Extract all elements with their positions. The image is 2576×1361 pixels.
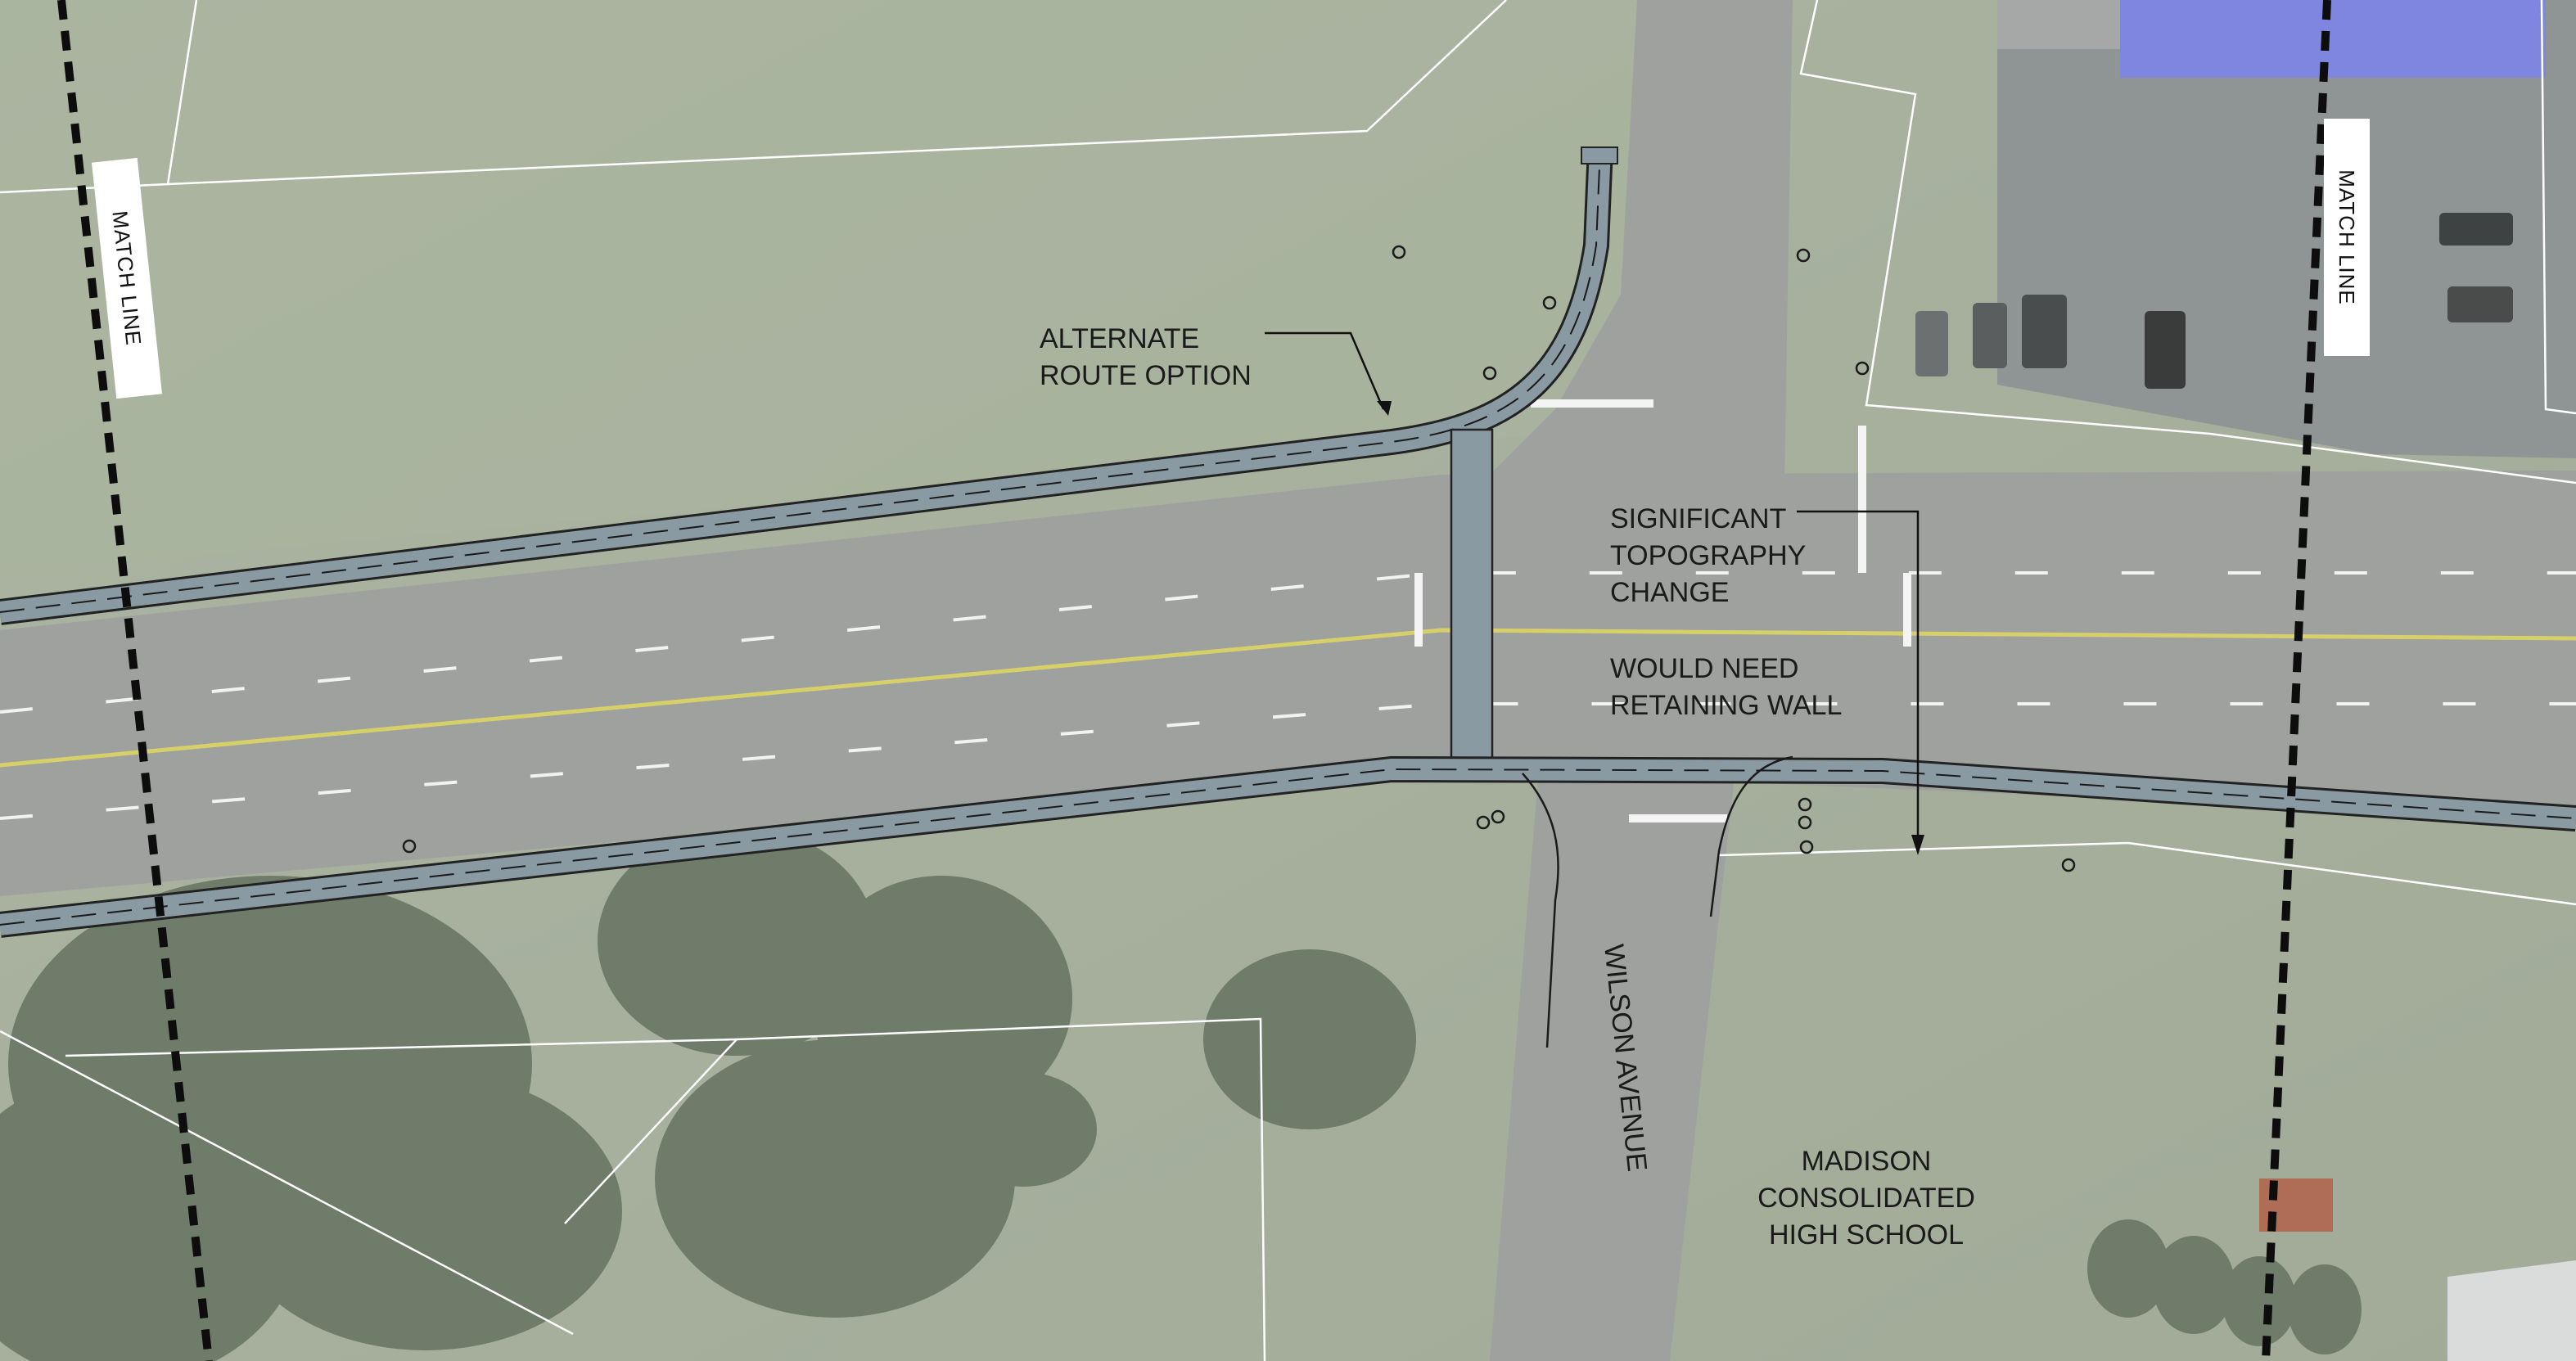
school-building [2447,1260,2576,1361]
center-line [0,628,2576,768]
wilson-avenue [1490,769,1735,1361]
tree-cover [0,827,2362,1361]
curb-lines [1522,755,1793,1048]
alternate-route-leader [1265,331,1385,410]
main-road [0,471,2576,896]
alternate-route-line1: ALTERNATE [1040,323,1199,354]
crosswalk-bars [1414,399,1911,822]
school-label: MADISON CONSOLIDATED HIGH SCHOOL [1757,1146,1975,1251]
retaining-line1: WOULD NEED [1610,653,1798,684]
match-line-text-right: MATCH LINE [2335,169,2359,305]
topography-leader [1797,510,1920,843]
topography-line1: SIGNIFICANT [1610,503,1786,534]
match-lines [57,0,2331,1361]
school-line2: CONSOLIDATED [1757,1183,1975,1214]
topography-label: SIGNIFICANT TOPOGRAPHY CHANGE [1610,503,1806,608]
north-cross-street [1482,0,1793,483]
path-crossing [1450,428,1494,767]
utility-markers [402,245,2076,872]
school-line3: HIGH SCHOOL [1769,1219,1964,1251]
match-line-label-left: MATCH LINE [91,157,163,399]
proposed-path-south [0,755,2576,938]
alternate-route-arrow [1377,401,1392,416]
match-line-label-right: MATCH LINE [2324,119,2370,356]
alternate-route-line2: ROUTE OPTION [1040,360,1252,391]
retaining-wall-label: WOULD NEED RETAINING WALL [1610,653,1842,721]
topography-line3: CHANGE [1610,577,1729,608]
parking-lot [1915,0,2576,458]
proposed-path-north [0,146,1618,625]
topography-arrow [1911,835,1924,855]
north-field [0,0,1637,573]
school-line1: MADISON [1802,1146,1932,1177]
alternate-route-label: ALTERNATE ROUTE OPTION [1040,323,1252,391]
topography-line2: TOPOGRAPHY [1610,540,1806,571]
retaining-line2: RETAINING WALL [1610,690,1842,721]
